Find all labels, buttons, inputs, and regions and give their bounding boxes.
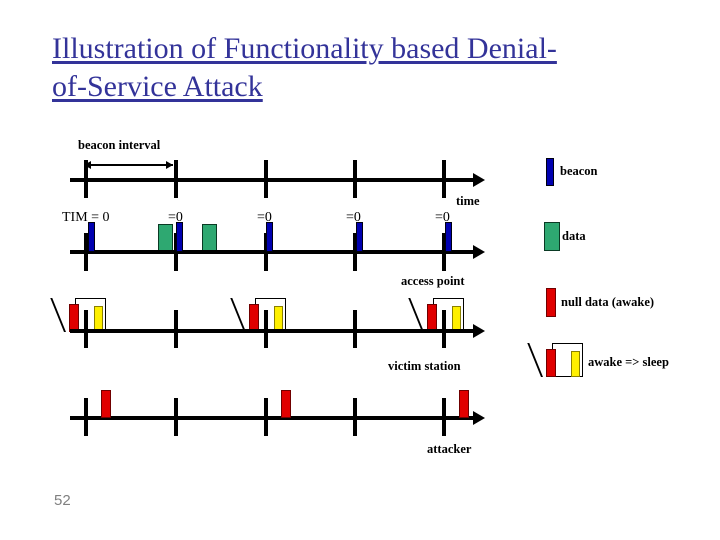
beacon-bar-3: [266, 222, 273, 252]
time-axis-tick-3: [264, 160, 268, 198]
access-point-tick-5: [442, 233, 446, 271]
attacker-null-data-bar-2: [281, 390, 291, 418]
attacker-tick-1: [84, 398, 88, 436]
attacker-row-label: attacker: [427, 442, 472, 456]
beacon-bar-2: [176, 222, 183, 252]
attacker-tick-2: [174, 398, 178, 436]
time-axis-label: time: [456, 194, 480, 208]
legend-label-data: data: [562, 229, 586, 243]
tim-label-5: =0: [435, 210, 450, 225]
page-number: 52: [54, 492, 71, 509]
data-block-2: [202, 224, 217, 252]
beacon-bar-5: [445, 222, 452, 252]
victim-station-row-label: victim station: [388, 359, 461, 373]
access-point-axis-line: [70, 250, 475, 254]
time-axis-tick-4: [353, 160, 357, 198]
time-axis-line: [70, 178, 475, 182]
victim-station-tick-2: [174, 310, 178, 348]
beacon-bar-4: [356, 222, 363, 252]
awake-sleep-swatch-icon: [527, 343, 591, 377]
victim-station-axis-arrowhead: [473, 324, 485, 338]
legend-label-null-data: null data (awake): [561, 295, 655, 309]
attacker-axis-arrowhead: [473, 411, 485, 425]
victim-station-tick-5: [442, 310, 446, 348]
time-axis-arrowhead: [473, 173, 485, 187]
attacker-tick-4: [353, 398, 357, 436]
page-title-line-2: of-Service Attack: [52, 70, 263, 103]
data-block-1: [158, 224, 173, 252]
tim-label-3: =0: [257, 210, 272, 225]
legend-label-beacon: beacon: [560, 164, 598, 178]
null-data-swatch-icon: [546, 288, 556, 317]
time-axis-tick-1: [84, 160, 88, 198]
legend-label-awake-sleep: awake => sleep: [588, 355, 669, 369]
access-point-tick-2: [174, 233, 178, 271]
attacker-null-data-bar-3: [459, 390, 469, 418]
awake-sleep-glyph-3: [408, 298, 472, 332]
beacon-interval-label: beacon interval: [78, 138, 161, 152]
access-point-tick-3: [264, 233, 268, 271]
victim-null-data-bar-1: [69, 304, 79, 332]
access-point-axis-arrowhead: [473, 245, 485, 259]
beacon-swatch-icon: [546, 158, 554, 186]
access-point-tick-4: [353, 233, 357, 271]
awake-sleep-glyph-1: [50, 298, 114, 332]
victim-null-data-bar-2: [249, 304, 259, 332]
victim-station-tick-4: [353, 310, 357, 348]
attacker-tick-5: [442, 398, 446, 436]
awake-sleep-glyph-2: [230, 298, 294, 332]
tim-label-4: =0: [346, 210, 361, 225]
tim-label-2: =0: [168, 210, 183, 225]
attacker-null-data-bar-1: [101, 390, 111, 418]
legend-awake-red-bar: [546, 349, 556, 377]
legend-awake-yellow-bar: [571, 351, 580, 377]
victim-station-tick-3: [264, 310, 268, 348]
page-title: Illustration of Functionality based Deni…: [52, 30, 692, 106]
victim-null-data-bar-3: [427, 304, 437, 332]
data-swatch-icon: [544, 222, 560, 251]
beacon-interval-arrow-right: [166, 161, 173, 169]
beacon-interval-bracket: [88, 164, 173, 166]
access-point-tick-1: [84, 233, 88, 271]
page-title-line-1: Illustration of Functionality based Deni…: [52, 32, 557, 65]
time-axis-tick-2: [174, 160, 178, 198]
victim-station-tick-1: [84, 310, 88, 348]
attacker-axis-line: [70, 416, 475, 420]
access-point-row-label: access point: [401, 274, 465, 288]
victim-station-axis-line: [70, 329, 475, 333]
tim-label-1: TIM = 0: [62, 210, 110, 225]
beacon-bar-1: [88, 222, 95, 252]
time-axis-tick-5: [442, 160, 446, 198]
attacker-tick-3: [264, 398, 268, 436]
